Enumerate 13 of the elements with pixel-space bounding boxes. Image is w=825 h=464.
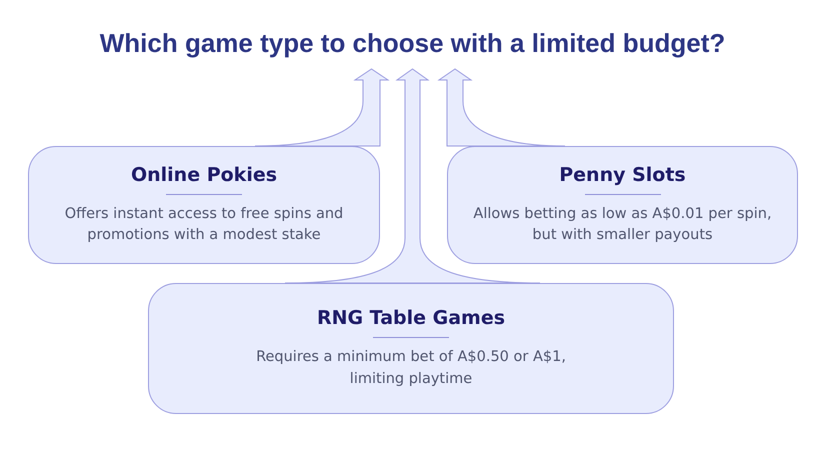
card-description: Offers instant access to free spins and promotions with a modest stake: [64, 204, 344, 245]
card-heading: RNG Table Games: [316, 307, 506, 330]
option-card: [148, 283, 674, 414]
card-description: Allows betting as low as A$0.01 per spin, but with smaller payouts: [472, 204, 773, 245]
block-arrow: [438, 68, 566, 146]
option-card: [28, 146, 380, 264]
option-card: [447, 146, 798, 264]
card-description: Requires a minimum bet of A$0.50 or A$1, limiting playtime: [255, 348, 567, 388]
card-heading: Online Pokies: [130, 164, 278, 186]
block-arrow: [284, 68, 540, 284]
card-heading: Penny Slots: [559, 164, 686, 186]
question-heading: Which game type to choose with a limited budget?: [100, 28, 726, 58]
block-arrow: [254, 68, 388, 146]
